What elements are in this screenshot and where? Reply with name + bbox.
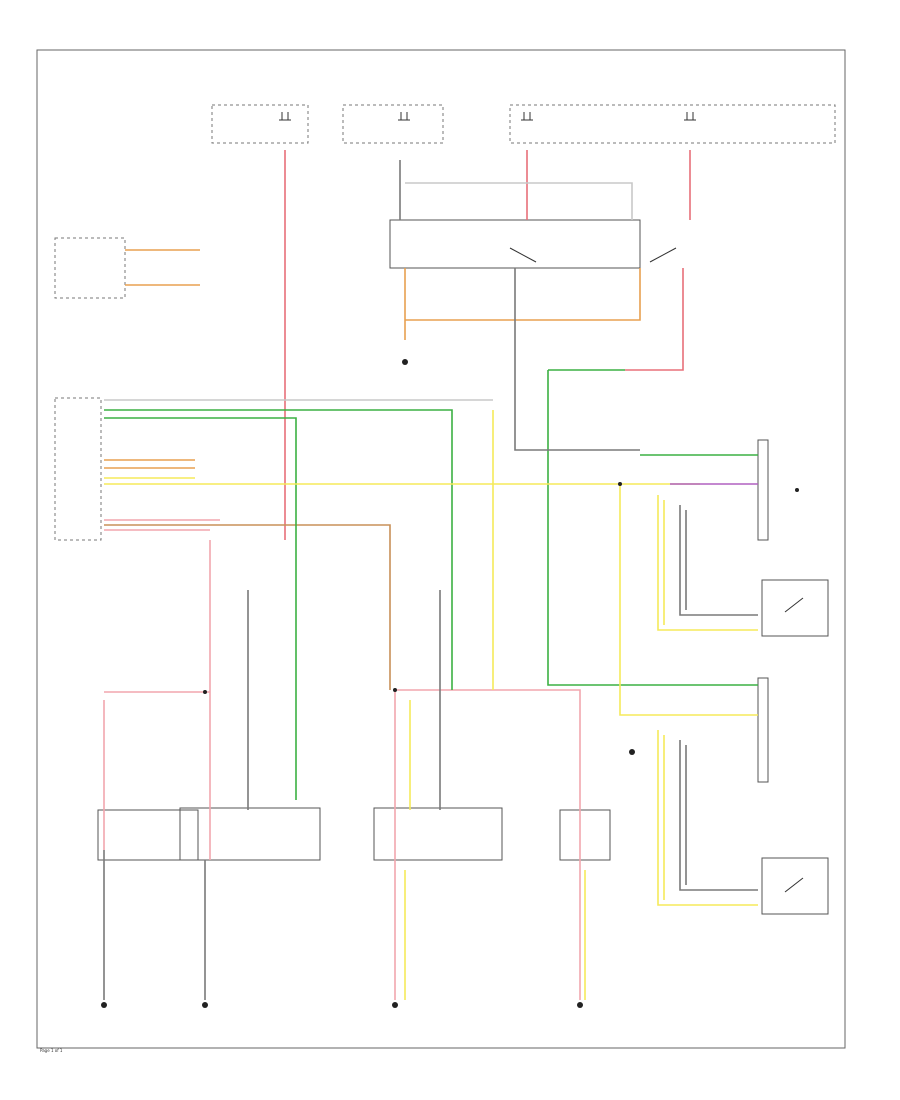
control-module <box>54 397 102 541</box>
right-switch-box-upper <box>761 579 829 637</box>
yellow-wires <box>104 410 758 1000</box>
right-module-lower <box>757 677 769 783</box>
page-label: Page 1 of 1 <box>40 1048 63 1053</box>
gray-wires <box>103 160 758 1000</box>
switch-box-3 <box>373 807 503 861</box>
left-sensor-module <box>54 237 126 299</box>
fuse-block-2 <box>342 104 444 144</box>
fuse-block-1 <box>211 104 309 144</box>
left-switch <box>509 247 537 263</box>
fuse-symbols <box>279 112 696 121</box>
right-module-upper <box>757 439 769 541</box>
right-switch <box>649 247 677 263</box>
switch-box-4 <box>559 809 611 861</box>
right-switch-box-lower <box>761 857 829 915</box>
orange-wires <box>104 249 641 690</box>
relay-box <box>389 219 641 269</box>
fuse-block-3 <box>509 104 836 144</box>
red-wires <box>103 150 691 1000</box>
green-wires <box>104 369 758 800</box>
splice-dots <box>203 688 397 694</box>
switch-box-1 <box>97 809 199 861</box>
diagram-frame <box>36 49 846 1049</box>
ground-symbols <box>101 359 799 1008</box>
switch-box-2 <box>179 807 321 861</box>
